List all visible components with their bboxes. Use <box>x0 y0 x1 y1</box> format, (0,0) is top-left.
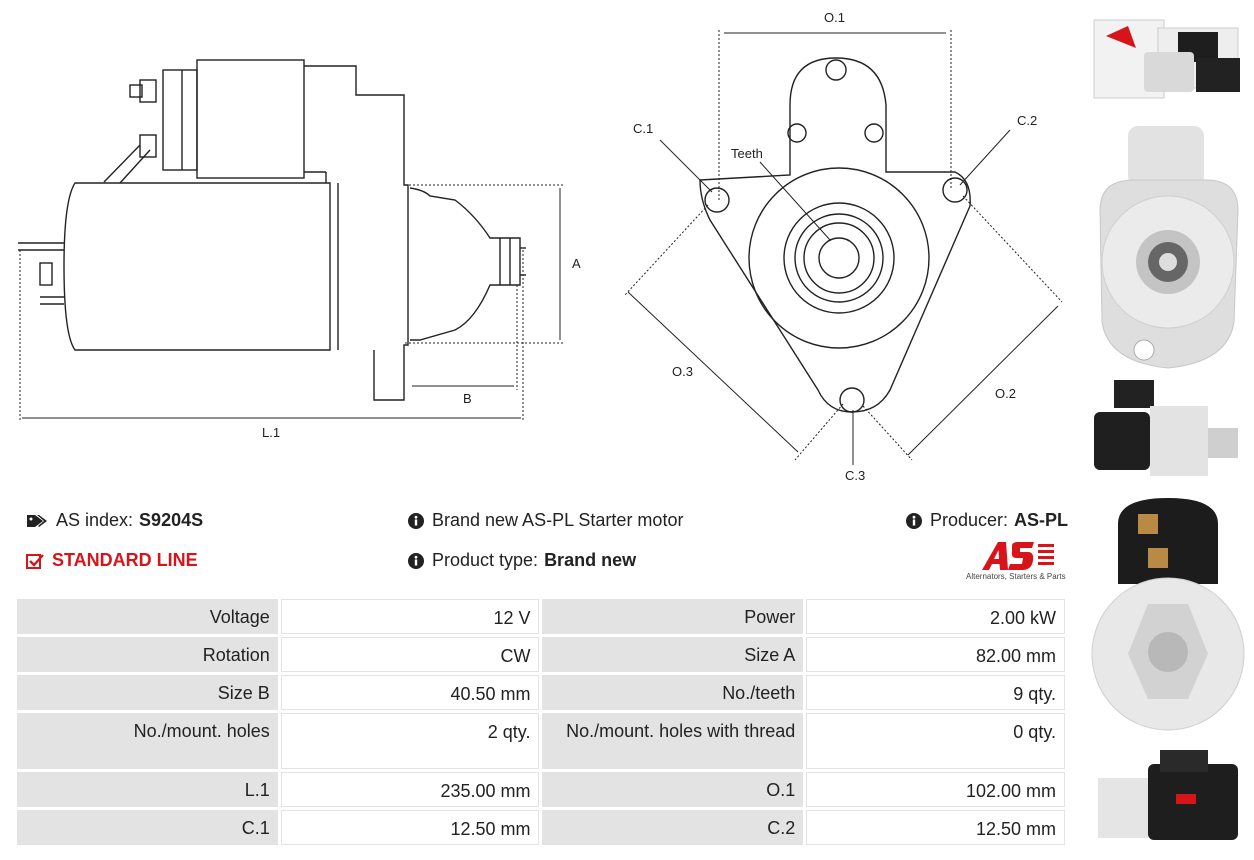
as-index-row: AS index: S9204S <box>26 510 203 531</box>
spec-value: 40.50 mm <box>280 675 540 710</box>
spec-label: No./teeth <box>542 675 804 710</box>
dim-a-label: A <box>572 256 581 271</box>
dim-o1-label: O.1 <box>824 10 845 25</box>
spec-value: 2 qty. <box>280 713 540 769</box>
product-photo-gallery <box>1088 0 1254 860</box>
producer-row: Producer: AS-PL <box>906 510 1068 531</box>
product-box-photo[interactable] <box>1088 8 1248 108</box>
spec-value: 2.00 kW <box>806 599 1065 634</box>
description-row: Brand new AS-PL Starter motor <box>408 510 683 531</box>
spec-label: O.1 <box>542 772 804 807</box>
front-view-photo[interactable] <box>1088 122 1248 372</box>
tags-icon <box>27 514 47 527</box>
technical-drawing: A B L.1 O.1 C.1 C.2 Teeth O.3 O.2 C <box>18 10 1063 483</box>
spec-label: L.1 <box>17 772 278 807</box>
dim-c3-label: C.3 <box>845 468 865 483</box>
spec-label: Voltage <box>17 599 278 634</box>
side-view-photo-2[interactable] <box>1088 744 1248 854</box>
spec-label: Rotation <box>17 637 278 672</box>
spec-value: 12.50 mm <box>806 810 1065 845</box>
standard-line-badge: STANDARD LINE <box>26 550 198 571</box>
spec-value: 235.00 mm <box>280 772 540 807</box>
info-icon <box>408 552 424 569</box>
product-type-value: Brand new <box>544 550 637 570</box>
product-type-label: Product type: <box>432 550 539 570</box>
spec-label: Size B <box>17 675 278 710</box>
side-view-photo[interactable] <box>1088 376 1248 486</box>
spec-label: Power <box>542 599 804 634</box>
info-icon <box>906 512 922 529</box>
description-text: Brand new AS-PL Starter motor <box>432 510 684 530</box>
checkbox-icon <box>26 553 44 569</box>
as-index-label: AS index: <box>56 510 134 530</box>
spec-value: 0 qty. <box>806 713 1065 769</box>
spec-value: 12 V <box>280 599 540 634</box>
dim-o3-label: O.3 <box>672 364 693 379</box>
producer-value: AS-PL <box>1014 510 1069 530</box>
info-icon <box>408 512 424 529</box>
spec-value: 12.50 mm <box>280 810 540 845</box>
spec-value: CW <box>280 637 540 672</box>
product-type-row: Product type: Brand new <box>408 550 636 571</box>
spec-label: No./mount. holes with thread <box>542 713 804 769</box>
dim-teeth-label: Teeth <box>731 146 763 161</box>
dim-l1-label: L.1 <box>262 425 280 440</box>
spec-label: No./mount. holes <box>17 713 278 769</box>
spec-label: Size A <box>542 637 804 672</box>
spec-label: C.2 <box>542 810 804 845</box>
producer-label: Producer: <box>930 510 1009 530</box>
spec-label: C.1 <box>17 810 278 845</box>
spec-value: 82.00 mm <box>806 637 1065 672</box>
dim-c1-label: C.1 <box>633 121 653 136</box>
spec-value: 9 qty. <box>806 675 1065 710</box>
as-index-value: S9204S <box>139 510 204 530</box>
standard-line-text: STANDARD LINE <box>52 550 198 570</box>
dim-c2-label: C.2 <box>1017 113 1037 128</box>
rear-view-photo[interactable] <box>1088 494 1248 734</box>
dim-b-label: B <box>463 391 472 406</box>
dim-o2-label: O.2 <box>995 386 1016 401</box>
logo-tagline: Alternators, Starters & Parts <box>966 572 1066 581</box>
spec-value: 102.00 mm <box>806 772 1065 807</box>
as-pl-logo <box>982 542 1054 570</box>
